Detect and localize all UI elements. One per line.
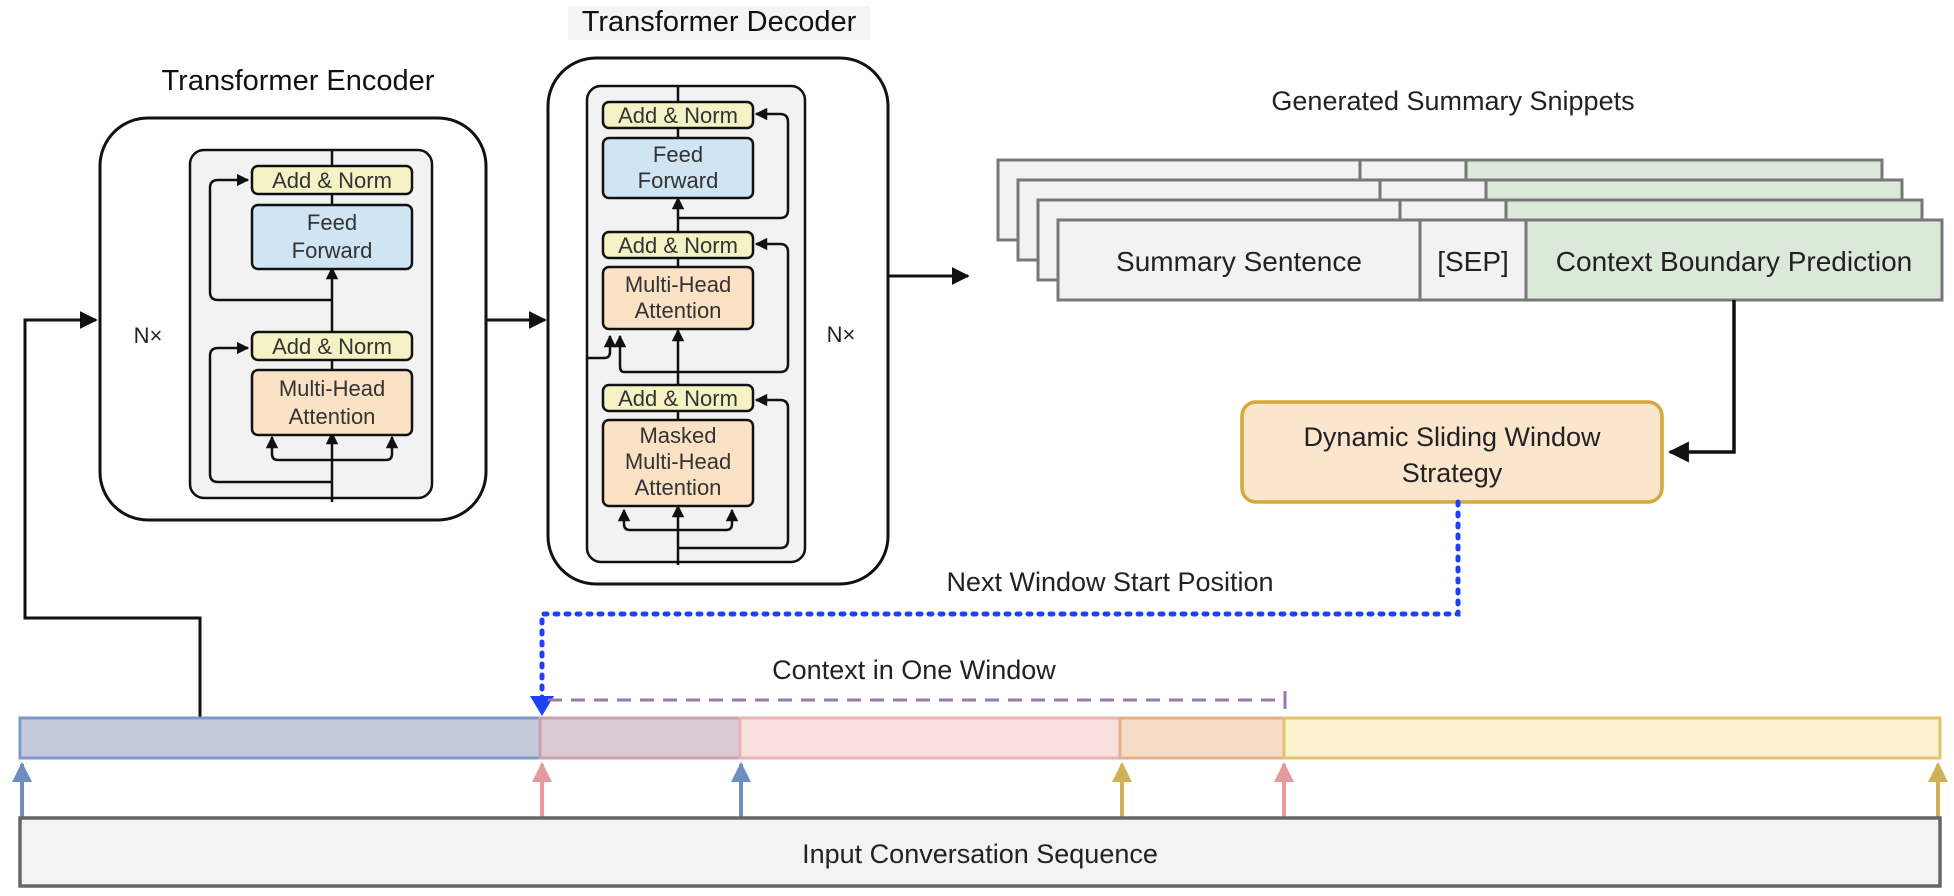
decoder-feed-forward: [601, 136, 755, 200]
decoder-mha-line1: Multi-Head: [625, 272, 731, 297]
encoder-add-norm-bottom: [250, 330, 414, 362]
encoder-connections: [208, 150, 399, 502]
decoder-repeat-label: N×: [827, 322, 856, 347]
decoder-masked-line2: Multi-Head: [625, 449, 731, 474]
context-window-label: Context in One Window: [772, 655, 1056, 685]
decoder-masked-attention: [601, 418, 755, 508]
next-window-label: Next Window Start Position: [946, 567, 1273, 597]
encoder-mha-line1: Multi-Head: [279, 376, 385, 401]
decoder-add-norm-top-label: Add & Norm: [618, 103, 738, 128]
decoder-ffn-line2: Forward: [638, 168, 719, 193]
encoder-ffn-line1: Feed: [307, 210, 357, 235]
decoder-ffn-line1: Feed: [653, 142, 703, 167]
decoder-add-norm-middle: [601, 230, 755, 260]
sep-cell: [1418, 218, 1528, 302]
sequence-to-encoder-arrow: [23, 311, 202, 718]
encoder-ffn-line2: Forward: [292, 238, 373, 263]
segment-overlap-1: [538, 716, 742, 760]
sep-label: [SEP]: [1437, 246, 1509, 277]
next-window-dotted-arrow: [539, 499, 1461, 701]
strategy-box: [1240, 400, 1664, 504]
decoder-title-bg: [568, 6, 870, 40]
input-sequence-box: [18, 816, 1942, 888]
encoder-add-norm-top-label: Add & Norm: [272, 168, 392, 193]
boundary-to-strategy-arrow: [1667, 300, 1736, 463]
input-sequence-label: Input Conversation Sequence: [802, 839, 1158, 869]
encoder-title: Transformer Encoder: [162, 65, 435, 97]
context-boundary-cell: [1524, 218, 1944, 302]
decoder-multi-head-attention: [601, 265, 755, 331]
segment-overlap-2: [1118, 716, 1286, 760]
segment-window-3: [1282, 716, 1942, 760]
encoder-add-norm-top: [250, 164, 414, 196]
decoder-add-norm-top: [601, 100, 755, 130]
encoder-repeat-label: N×: [134, 323, 163, 348]
decoder-add-norm-bottom-label: Add & Norm: [618, 386, 738, 411]
decoder-masked-line3: Attention: [635, 475, 722, 500]
sequence-window-bar: [18, 716, 1942, 760]
context-boundary-label: Context Boundary Prediction: [1556, 246, 1912, 277]
encoder-inner-stack: [188, 148, 434, 500]
encoder-multi-head-attention: [250, 368, 414, 437]
decoder-title: Transformer Decoder: [582, 6, 857, 38]
decoder-masked-line1: Masked: [639, 423, 716, 448]
snippets-title: Generated Summary Snippets: [1271, 86, 1634, 116]
decoder-mha-line2: Attention: [635, 298, 722, 323]
encoder-mha-line2: Attention: [289, 404, 376, 429]
decoder-add-norm-middle-label: Add & Norm: [618, 233, 738, 258]
sequence-boundary-arrows: [11, 762, 1948, 818]
decoder-add-norm-bottom: [601, 383, 755, 413]
segment-window-1: [18, 716, 542, 760]
segment-window-2: [738, 716, 1122, 760]
strategy-line2: Strategy: [1402, 458, 1503, 488]
encoder-add-norm-bottom-label: Add & Norm: [272, 334, 392, 359]
summary-sentence-label: Summary Sentence: [1116, 246, 1362, 277]
encoder-feed-forward: [250, 203, 414, 271]
strategy-line1: Dynamic Sliding Window: [1303, 422, 1601, 452]
